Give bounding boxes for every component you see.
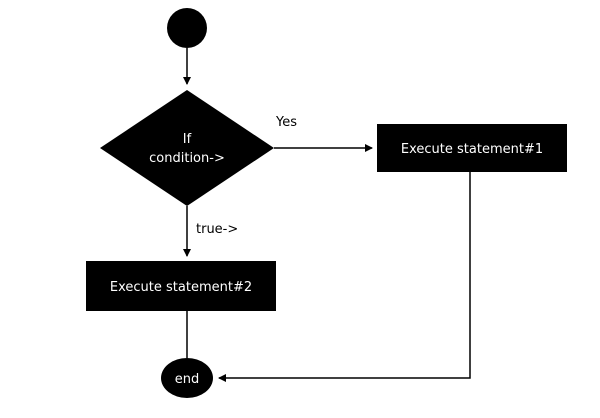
start-node [167, 8, 207, 48]
end-node [161, 358, 213, 398]
statement2-label: Execute statement#2 [110, 280, 252, 295]
edge-statement1-to-end [218, 172, 471, 382]
statement1-process-node [377, 124, 567, 172]
edge-label-true: true-> [196, 222, 238, 237]
end-label: end [175, 372, 200, 387]
edge-label-yes: Yes [275, 115, 297, 130]
condition-text-line2: condition-> [149, 151, 225, 166]
condition-text-line1: If [183, 132, 192, 147]
condition-decision-node [100, 90, 274, 206]
statement2-process-node [86, 261, 276, 311]
statement1-label: Execute statement#1 [401, 142, 543, 157]
